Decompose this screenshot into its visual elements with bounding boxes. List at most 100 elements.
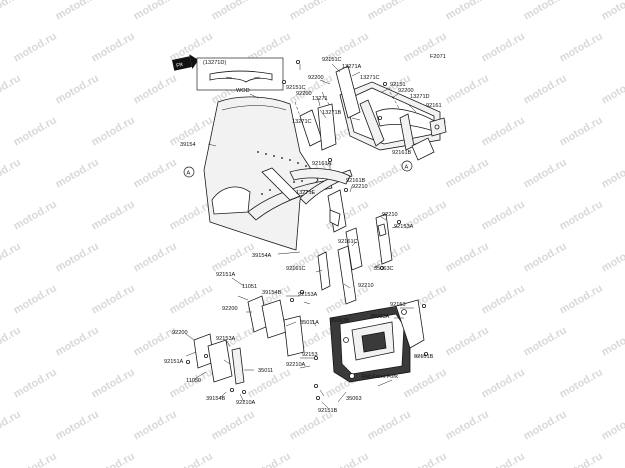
- watermark-text: motod.ru: [12, 198, 59, 232]
- reference-a-right: A: [401, 160, 413, 172]
- label-92151b-right: 92151B: [414, 354, 434, 360]
- watermark-text: motod.ru: [54, 324, 101, 358]
- label-13271b: 13271B: [322, 110, 342, 116]
- label-ref-front-fork: Ref.Front Fork: [362, 374, 398, 380]
- watermark-text: motod.ru: [600, 156, 625, 190]
- label-11051: 11051: [242, 284, 257, 290]
- watermark-text: motod.ru: [558, 282, 605, 316]
- label-92161a: 92161A: [312, 161, 332, 167]
- watermark-text: motod.ru: [12, 450, 59, 468]
- watermark-text: motod.ru: [324, 450, 371, 468]
- label-92200-mid: 92200: [296, 91, 312, 97]
- watermark-text: motod.ru: [132, 72, 179, 106]
- watermark-text: motod.ru: [54, 156, 101, 190]
- watermark-text: motod.ru: [402, 450, 449, 468]
- watermark-text: motod.ru: [246, 450, 293, 468]
- label-35011: 35011: [258, 368, 273, 374]
- watermark-text: motod.ru: [0, 324, 23, 358]
- watermark-text: motod.ru: [132, 156, 179, 190]
- label-13271a: 13271A: [342, 64, 362, 70]
- ref-a-left-label: A: [187, 171, 191, 177]
- lower-mount-35063: [329, 299, 425, 383]
- watermark-text: motod.ru: [0, 0, 23, 23]
- label-39154a: 39154A: [252, 253, 272, 259]
- label-92210-center2: 92210: [358, 283, 374, 289]
- label-92210-right: 92210: [382, 212, 398, 218]
- label-35063: 35063: [346, 396, 362, 402]
- watermark-text: motod.ru: [444, 408, 491, 442]
- watermark-text: motod.ru: [558, 450, 605, 468]
- label-92210-center: 92210: [352, 184, 368, 190]
- label-13271d: 13271D: [410, 94, 430, 100]
- watermark-text: motod.ru: [90, 198, 137, 232]
- label-92210a-bottom: 92210A: [236, 400, 256, 406]
- label-92161: 92161: [426, 103, 442, 109]
- watermark-text: motod.ru: [444, 324, 491, 358]
- svg-text:FR: FR: [176, 62, 184, 69]
- label-92153-right: 92153: [390, 302, 406, 308]
- watermark-text: motod.ru: [600, 408, 625, 442]
- watermark-text: motod.ru: [168, 282, 215, 316]
- watermark-text: motod.ru: [54, 240, 101, 274]
- label-35063c: 35063C: [374, 266, 394, 272]
- watermark-text: motod.ru: [132, 240, 179, 274]
- label-92153a-right: 92153A: [394, 224, 414, 230]
- label-92153a-mid-1: 92153A: [298, 292, 318, 298]
- label-35011a: 35011A: [300, 320, 319, 326]
- reference-a-left: A: [183, 166, 195, 178]
- watermark-text: motod.ru: [600, 240, 625, 274]
- watermark-text: motod.ru: [90, 114, 137, 148]
- label-92151-top: 92151: [390, 82, 406, 88]
- watermark-text: motod.ru: [480, 114, 527, 148]
- label-92210a-mid: 92210A: [286, 362, 306, 368]
- watermark-text: motod.ru: [522, 408, 569, 442]
- windshield-39154: [203, 96, 319, 251]
- label-39154: 39154: [180, 142, 196, 148]
- watermark-text: motod.ru: [12, 282, 59, 316]
- watermark-text: motod.ru: [366, 0, 413, 23]
- watermark-text: motod.ru: [210, 408, 257, 442]
- watermark-text: motod.ru: [600, 72, 625, 106]
- watermark-text: motod.ru: [480, 366, 527, 400]
- label-13271c-mid: 13271C: [292, 119, 312, 125]
- watermark-text: motod.ru: [12, 114, 59, 148]
- label-92200-mid2: 92200: [222, 306, 238, 312]
- inset-label: (13271D): [203, 60, 226, 66]
- label-92151c-top: 92151C: [322, 57, 342, 63]
- watermark-text: motod.ru: [54, 72, 101, 106]
- watermark-text: motod.ru: [558, 366, 605, 400]
- watermark-text: motod.ru: [444, 240, 491, 274]
- label-92153-mid: 92153: [302, 352, 318, 358]
- front-direction-icon: FR: [172, 54, 199, 71]
- watermark-text: motod.ru: [12, 366, 59, 400]
- watermark-text: motod.ru: [444, 72, 491, 106]
- watermark-text: motod.ru: [444, 156, 491, 190]
- watermark-text: motod.ru: [480, 282, 527, 316]
- watermark-text: motod.ru: [522, 240, 569, 274]
- watermark-text: motod.ru: [0, 240, 23, 274]
- label-39154b-top: 39154B: [262, 290, 282, 296]
- label-92151a-left: 92151A: [216, 272, 236, 278]
- watermark-text: motod.ru: [558, 198, 605, 232]
- label-92153a-bottom: 92153A: [216, 336, 236, 342]
- side-plate-right: [317, 213, 393, 305]
- label-wod: WOD: [236, 88, 250, 94]
- label-39154b-bottom: 39154B: [206, 396, 226, 402]
- watermark-text: motod.ru: [600, 0, 625, 23]
- watermark-text: motod.ru: [480, 198, 527, 232]
- label-13271e: 13271E: [296, 190, 316, 196]
- label-11050: 11050: [186, 378, 201, 384]
- upper-bracket-assembly: [294, 65, 447, 161]
- watermark-text: motod.ru: [522, 324, 569, 358]
- ref-a-right-label: A: [405, 165, 409, 171]
- watermark-text: motod.ru: [54, 0, 101, 23]
- label-92161b-center: 92161B: [346, 178, 366, 184]
- watermark-text: motod.ru: [522, 0, 569, 23]
- watermark-text: motod.ru: [12, 30, 59, 64]
- label-92161c-b: 92161C: [286, 266, 306, 272]
- label-92151c-mid: 92151C: [286, 85, 306, 91]
- watermark-text: motod.ru: [444, 0, 491, 23]
- diagram-code: F2071: [430, 54, 446, 60]
- watermark-text: motod.ru: [0, 408, 23, 442]
